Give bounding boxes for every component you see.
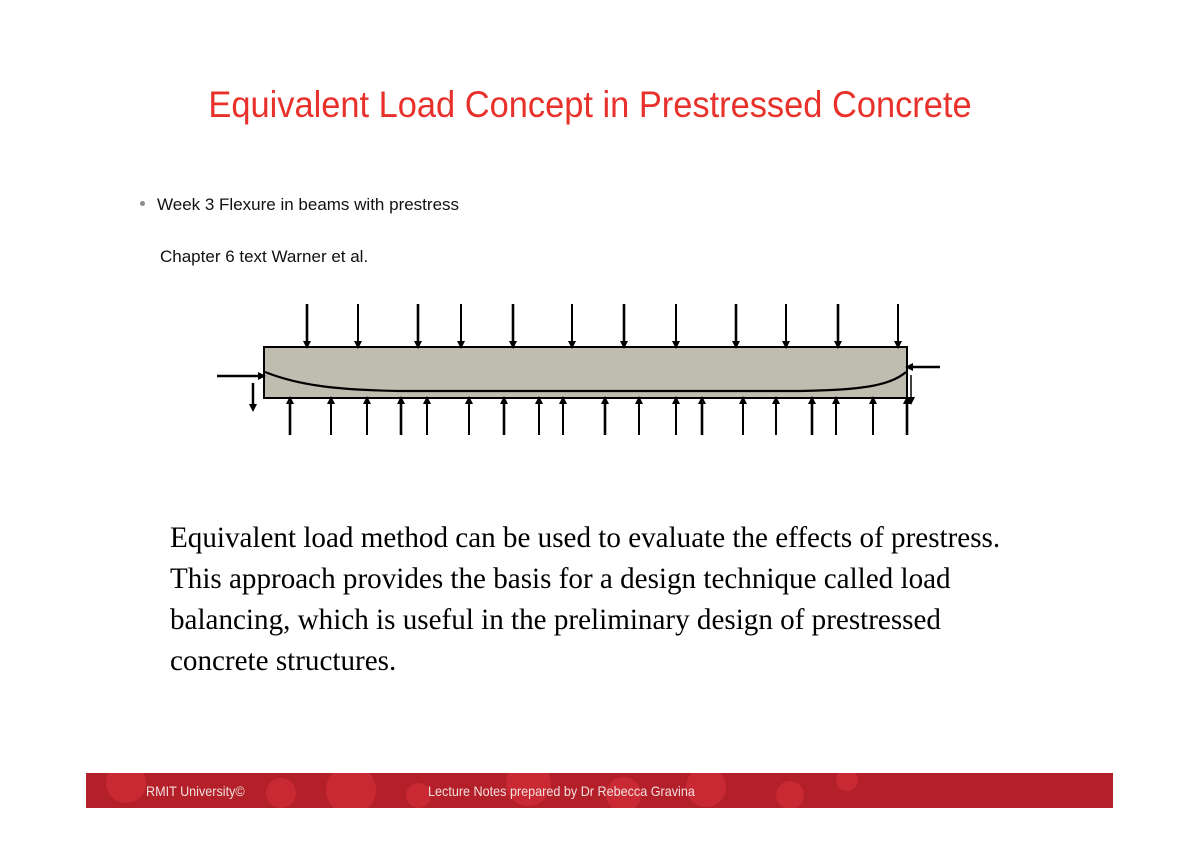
- right-anchor-forces: [909, 367, 940, 401]
- body-paragraph: Equivalent load method can be used to ev…: [170, 517, 1024, 681]
- footer-university: RMIT University©: [146, 783, 245, 799]
- beam-diagram: [0, 0, 1200, 460]
- top-load-arrows: [307, 304, 898, 345]
- left-anchor-forces: [217, 376, 262, 408]
- bottom-load-arrows: [290, 400, 907, 435]
- footer-band: RMIT University© Lecture Notes prepared …: [86, 773, 1113, 808]
- footer-author: Lecture Notes prepared by Dr Rebecca Gra…: [428, 783, 695, 799]
